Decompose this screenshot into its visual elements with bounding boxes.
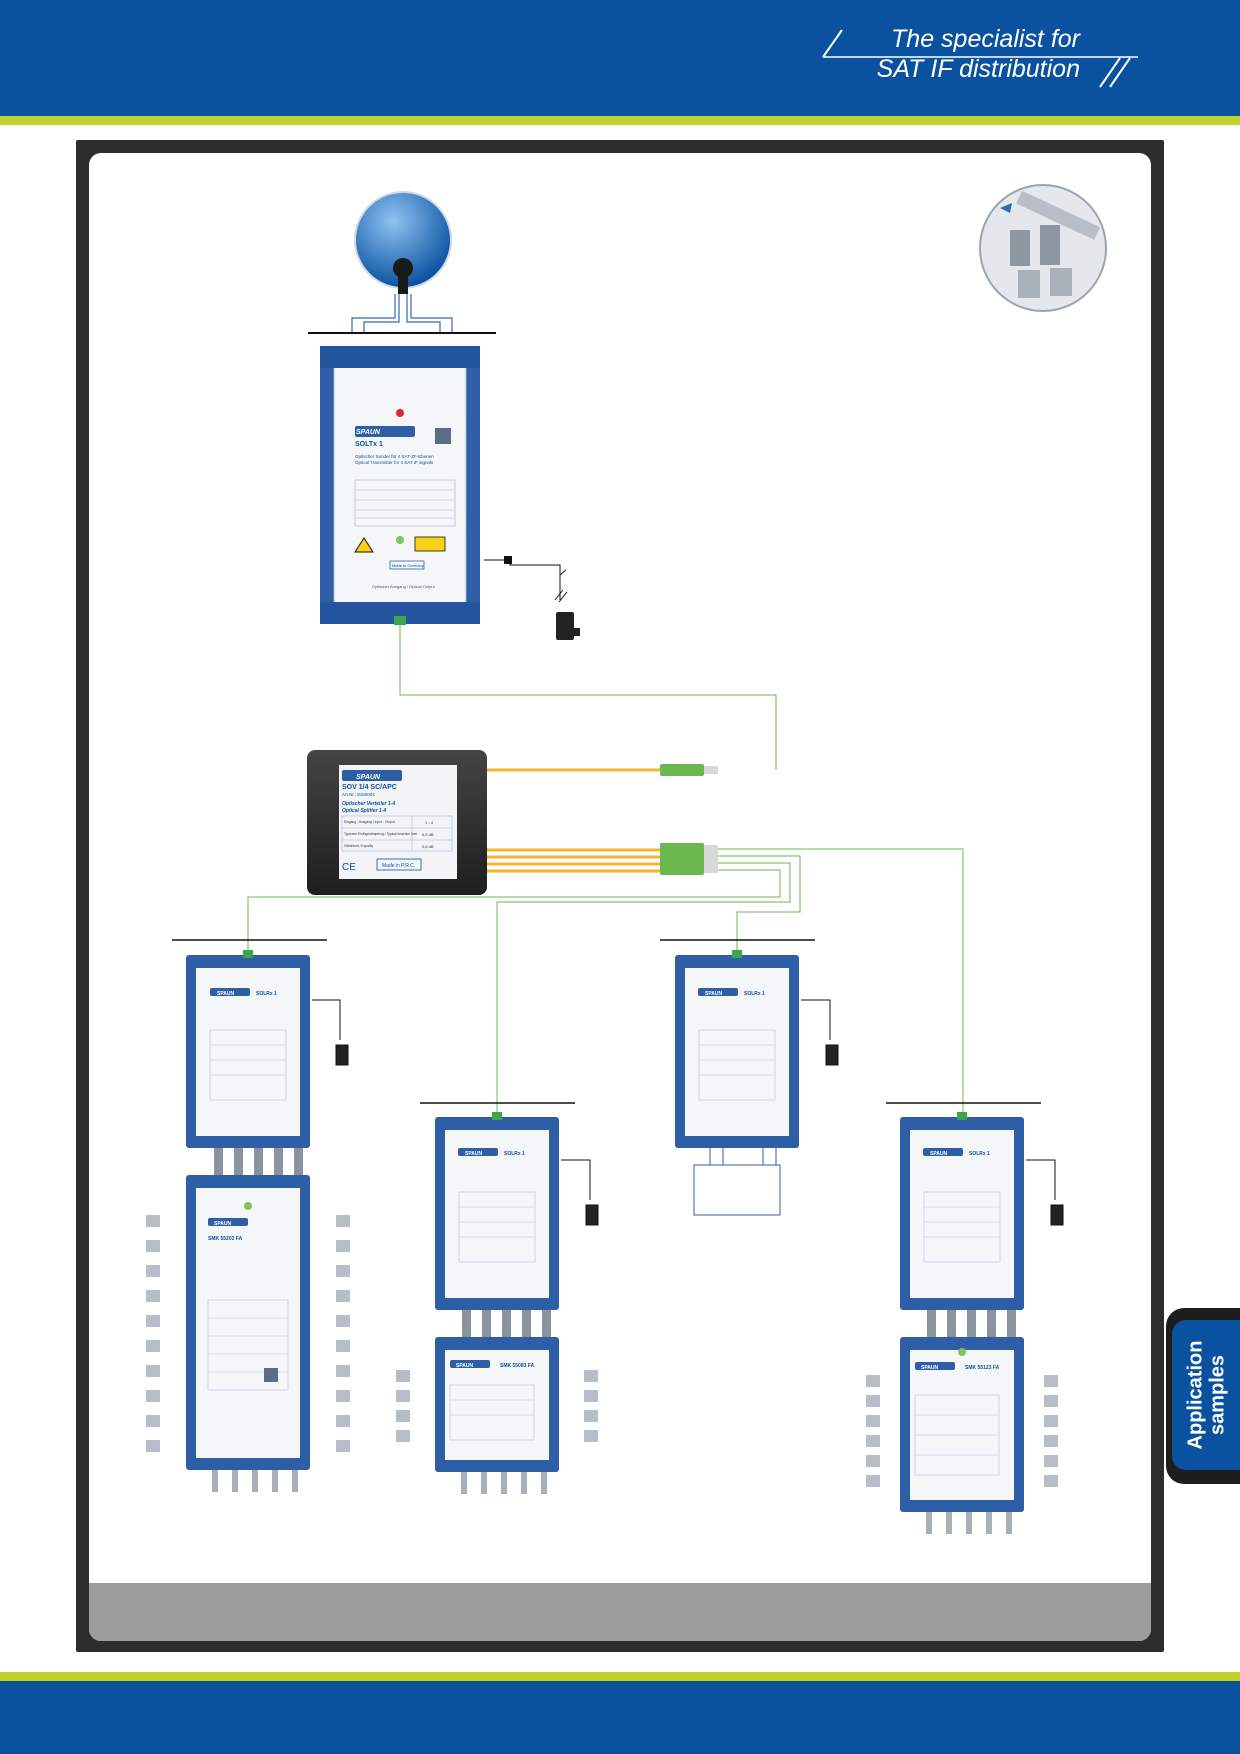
panel-footer-band xyxy=(89,1583,1151,1641)
header-bar xyxy=(0,0,1240,116)
transmitter-title-en: Optical Transmitter for 4 SAT IF signals xyxy=(355,460,434,465)
header-stripe xyxy=(0,116,1240,125)
receiver-3-name: SOLRx 1 xyxy=(744,991,765,997)
footer-bar xyxy=(0,1681,1240,1754)
receiver-1-brand: SPAUN xyxy=(217,991,235,997)
multiswitch-1: SMK 55203 FA xyxy=(146,1175,350,1492)
splitter-row2-label: Typische Einfügedämpfung / Typical inser… xyxy=(344,832,417,836)
connector-detail-icon xyxy=(979,184,1107,312)
multiswitch-1-brand: SPAUN xyxy=(214,1221,232,1227)
side-tab-label: Application samples xyxy=(1184,1340,1229,1450)
fiber-patch-cables xyxy=(487,768,660,873)
tagline-slashes xyxy=(822,29,1138,88)
receiver-4-name: SOLRx 1 xyxy=(969,1151,990,1157)
splitter-title-en: Optical Splitter 1-4 xyxy=(342,808,386,814)
svg-text:CE: CE xyxy=(342,862,356,873)
splitter-name: SOV 1/4 SC/APC xyxy=(342,784,397,791)
coax-jumpers-2 xyxy=(462,1310,551,1338)
power-adapter xyxy=(484,556,580,640)
multiswitch-2: SMK 55083 FA xyxy=(396,1337,598,1494)
receiver-power-adapters xyxy=(312,999,1064,1226)
fiber-line-input xyxy=(399,625,777,770)
sc-apc-connectors xyxy=(660,764,718,875)
splitter-row1-label: Eingang - Ausgang / Input - Output xyxy=(344,820,395,824)
optical-receiver-2: SOLRx 1 xyxy=(435,1112,559,1310)
splitter-row3-label: Gleichheit / Equality xyxy=(344,844,373,848)
receiver-2-name: SOLRx 1 xyxy=(504,1151,525,1157)
splitter-brand: SPAUN xyxy=(356,774,381,781)
tagline-line2: SAT IF distribution xyxy=(876,55,1080,83)
splitter-art: Art.Nr.: 8150004 xyxy=(342,792,375,797)
multiswitch-3: SMK 55123 FA xyxy=(866,1337,1058,1534)
transmitter-title-de: Optischer Sender für 4 SAT-ZF-Ebenen xyxy=(355,454,434,459)
multiswitch-3-brand: SPAUN xyxy=(921,1365,939,1371)
side-tab[interactable] xyxy=(1172,1320,1240,1470)
coax-jumpers-1 xyxy=(214,1148,303,1176)
multiswitch-2-brand: SPAUN xyxy=(456,1363,474,1369)
satellite-dish xyxy=(351,191,453,332)
tagline-line1: The specialist for xyxy=(891,25,1080,53)
transmitter-brand: SPAUN xyxy=(356,429,381,436)
receiver-3-brand: SPAUN xyxy=(705,991,723,997)
splitter-row3-value: 0,6 dB xyxy=(422,844,434,849)
transmitter-bottom-label: Optischer Ausgang / Optical Output xyxy=(372,584,436,589)
multiswitch-2-name: SMK 55083 FA xyxy=(500,1363,535,1369)
splitter-made-in: Made in P.R.C. xyxy=(382,863,415,869)
optical-transmitter: SOLTx 1 Optischer Sender für 4 SAT-ZF-Eb… xyxy=(320,346,480,625)
receiver-2-brand: SPAUN xyxy=(465,1151,483,1157)
optical-splitter: SOV 1/4 SC/APC Art.Nr.: 8150004 Optische… xyxy=(307,750,487,895)
coax-jumpers-4 xyxy=(927,1310,1016,1338)
multiswitch-1-name: SMK 55203 FA xyxy=(208,1236,243,1242)
receiver-4-brand: SPAUN xyxy=(930,1151,948,1157)
optical-receiver-3: SOLRx 1 xyxy=(675,950,799,1148)
receiver-1-name: SOLRx 1 xyxy=(256,991,277,997)
fiber-lines-outputs xyxy=(247,848,964,1113)
optical-receiver-1: SOLRx 1 xyxy=(186,950,310,1148)
side-tab-label-wrap: Application samples xyxy=(1172,1320,1240,1470)
splitter-title-de: Optischer Verteiler 1-4 xyxy=(342,801,395,807)
transmitter-name: SOLTx 1 xyxy=(355,441,383,448)
tagline: The specialist for SAT IF distribution xyxy=(877,24,1080,84)
receiver-3-output-box xyxy=(693,1148,781,1216)
multiswitch-3-name: SMK 55123 FA xyxy=(965,1365,1000,1371)
transmitter-made-in: Made in Germany xyxy=(392,563,424,568)
splitter-row1-value: 1 - 4 xyxy=(425,820,434,825)
footer-stripe xyxy=(0,1672,1240,1681)
optical-receiver-4: SOLRx 1 xyxy=(900,1112,1024,1310)
splitter-row2-value: 6,5 dB xyxy=(422,832,434,837)
